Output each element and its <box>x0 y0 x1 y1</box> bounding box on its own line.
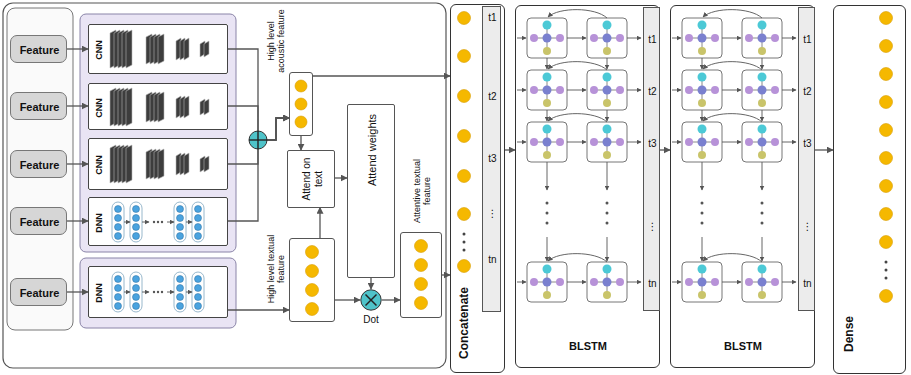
node-label: Attend weights <box>366 108 379 192</box>
node-label: BLSTM <box>693 340 793 353</box>
connector-arrow <box>228 118 289 221</box>
connector-arrow <box>660 149 670 150</box>
connector-arrow <box>442 274 450 275</box>
node-label: Feature <box>20 216 60 229</box>
connector-arrow <box>67 220 88 221</box>
node-heading: Attentive textual feature <box>412 154 433 228</box>
connector-arrow <box>300 136 301 150</box>
node-label: t3 <box>803 138 811 150</box>
feature-box: Feature <box>10 150 67 178</box>
connector-arrow <box>67 48 88 49</box>
feature-box: Feature <box>10 278 67 306</box>
dnn-layers <box>112 202 204 242</box>
net-ground <box>88 138 228 190</box>
node-heading: Dot <box>351 314 391 326</box>
node-label: t2 <box>648 86 656 98</box>
node-label: t1 <box>488 12 496 24</box>
node-label: CNN <box>94 93 104 123</box>
feature-box: Feature <box>10 92 67 120</box>
connector-arrow <box>313 75 450 76</box>
cnn-box: CNN <box>88 24 228 74</box>
node-label: tn <box>648 278 656 290</box>
node-label: Feature <box>20 101 60 114</box>
node-label: BLSTM <box>538 340 638 353</box>
cnn-layers <box>110 145 209 183</box>
connector-arrow <box>67 291 88 292</box>
dense-layer: Dense <box>833 5 906 374</box>
node-label: Feature <box>20 44 60 57</box>
connector-arrow <box>382 299 400 300</box>
time-step-strip: t1 t2 t3 ⋮ tn <box>798 7 815 311</box>
node-label: ⋮ <box>488 208 498 220</box>
attention-weights: Attend weights <box>347 104 395 278</box>
node-label: tn <box>488 254 496 266</box>
connector-arrow <box>505 149 515 150</box>
feature-box: Feature <box>10 207 67 235</box>
cnn-box: CNN <box>88 83 228 130</box>
net-ground <box>88 197 228 246</box>
cnn-layers <box>110 88 209 126</box>
dot-symbol <box>360 289 382 311</box>
module-panel <box>3 3 446 368</box>
node-label: t1 <box>803 34 811 46</box>
connector-arrow <box>335 299 360 300</box>
net-ground <box>88 266 228 318</box>
time-step-strip: t1 t2 t3 ⋮ tn <box>482 6 501 312</box>
feature-panel <box>7 8 73 330</box>
node-heading: High level textual feature <box>266 234 287 304</box>
textual-net-panel <box>80 258 236 328</box>
connector-arrow <box>815 149 833 150</box>
node-label: Attend on text <box>301 154 324 204</box>
node-label: t3 <box>648 138 656 150</box>
node-label: CNN <box>94 35 104 65</box>
dnn-layers <box>112 272 204 312</box>
feature-box: Feature <box>10 35 67 63</box>
cnn-box: CNN <box>88 138 228 190</box>
cnn-layers <box>110 30 209 68</box>
node-label: CNN <box>94 150 104 180</box>
connector-arrow <box>335 177 347 178</box>
node-label: Feature <box>20 159 60 172</box>
feature-vector: High level textual feature <box>289 238 335 322</box>
acoustic-net-panel <box>80 14 236 252</box>
dot-product: Dot <box>360 289 382 311</box>
node-label: t2 <box>803 86 811 98</box>
time-step-strip: t1 t2 t3 ⋮ tn <box>643 7 660 311</box>
blstm-layer: BLSTM t1 t2 t3 ⋮ tn <box>515 5 660 368</box>
blstm-layer: BLSTM t1 t2 t3 ⋮ tn <box>670 5 815 368</box>
node-label: ⋮ <box>803 221 813 233</box>
connector-arrow <box>319 208 320 239</box>
concat-layer: Concatenate t1 t2 t3 ⋮ tn <box>450 4 505 373</box>
node-label: Feature <box>20 287 60 300</box>
connector-arrow <box>67 163 88 164</box>
node-label: Dense <box>843 298 857 370</box>
connector-arrow <box>370 278 371 289</box>
attention-box: Attend on text <box>287 150 335 208</box>
node-label: tn <box>803 278 811 290</box>
dnn-box: DNN <box>88 197 228 246</box>
dnn-box: DNN <box>88 266 228 318</box>
connector-arrow <box>67 105 88 106</box>
sum-symbol <box>249 131 267 149</box>
connector-arrow <box>228 309 289 310</box>
feature-vector: High level acoustic feature <box>289 72 313 136</box>
node-label: t2 <box>488 91 496 103</box>
node-label: t1 <box>648 34 656 46</box>
node-label: t3 <box>488 153 496 165</box>
net-ground <box>88 83 228 130</box>
node-label: ⋮ <box>648 221 658 233</box>
blstm-cells <box>517 10 641 302</box>
ellipsis-dots <box>463 233 888 280</box>
net-ground <box>88 24 228 74</box>
node-label: DNN <box>94 278 104 308</box>
feature-vector: Attentive textual feature <box>400 232 442 318</box>
node-label: Concatenate <box>458 277 472 369</box>
node-heading: High level acoustic feature <box>266 6 287 76</box>
blstm-cells <box>672 10 796 302</box>
node-label: DNN <box>94 208 104 238</box>
